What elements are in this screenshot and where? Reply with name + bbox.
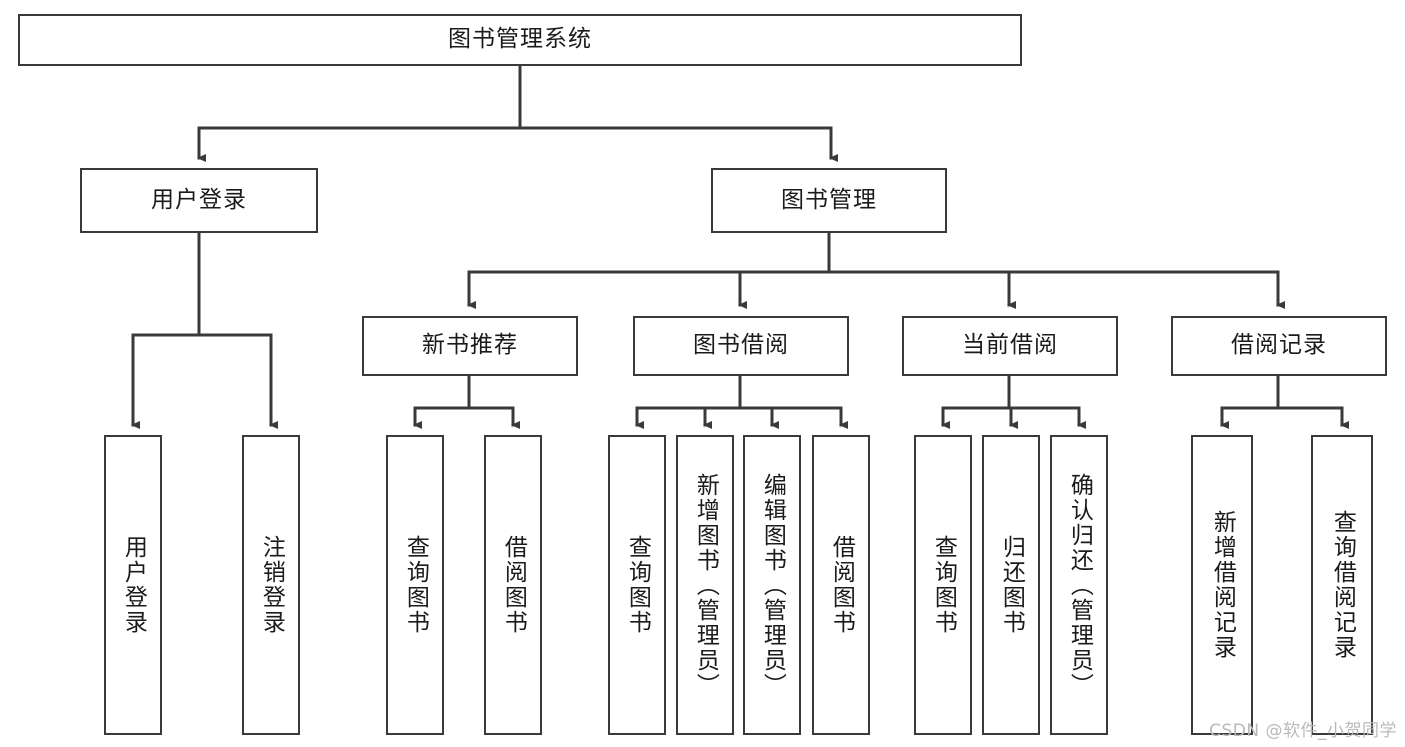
node-leaf-logout-login[interactable]: 注销登录 — [242, 435, 300, 735]
node-leaf-query-book-1[interactable]: 查询图书 — [386, 435, 444, 735]
node-user-login[interactable]: 用户登录 — [80, 168, 318, 233]
node-label: 借阅图书 — [500, 535, 527, 635]
node-label: 用户登录 — [120, 535, 147, 635]
node-book-management[interactable]: 图书管理 — [711, 168, 947, 233]
node-label: 查询图书 — [624, 535, 651, 635]
node-borrow-record[interactable]: 借阅记录 — [1171, 316, 1387, 376]
node-label: 借阅图书 — [828, 535, 855, 635]
csdn-watermark: CSDN @软件_小贺同学 — [1209, 721, 1397, 741]
node-leaf-query-borrow-record[interactable]: 查询借阅记录 — [1311, 435, 1373, 735]
node-leaf-edit-book[interactable]: 编辑图书（管理员） — [743, 435, 801, 735]
node-current-borrow[interactable]: 当前借阅 — [902, 316, 1118, 376]
node-label: 借阅记录 — [1231, 332, 1327, 359]
node-root-book-management-system[interactable]: 图书管理系统 — [18, 14, 1022, 66]
node-label: 新增借阅记录 — [1209, 510, 1236, 660]
node-label: 图书管理系统 — [448, 26, 592, 53]
node-leaf-return-book[interactable]: 归还图书 — [982, 435, 1040, 735]
node-label: 查询借阅记录 — [1329, 510, 1356, 660]
node-leaf-borrow-book-2[interactable]: 借阅图书 — [812, 435, 870, 735]
node-label: 注销登录 — [258, 535, 285, 635]
node-label: 当前借阅 — [962, 332, 1058, 359]
node-label: 图书借阅 — [693, 332, 789, 359]
node-leaf-user-login[interactable]: 用户登录 — [104, 435, 162, 735]
node-label: 用户登录 — [151, 186, 247, 213]
node-label: 编辑图书（管理员） — [759, 472, 786, 698]
node-new-book-recommend[interactable]: 新书推荐 — [362, 316, 578, 376]
node-label: 归还图书 — [998, 535, 1025, 635]
node-leaf-query-book-3[interactable]: 查询图书 — [914, 435, 972, 735]
node-leaf-borrow-book-1[interactable]: 借阅图书 — [484, 435, 542, 735]
node-label: 新增图书（管理员） — [692, 472, 719, 698]
node-label: 查询图书 — [930, 535, 957, 635]
node-leaf-query-book-2[interactable]: 查询图书 — [608, 435, 666, 735]
node-label: 新书推荐 — [422, 332, 518, 359]
node-label: 查询图书 — [402, 535, 429, 635]
node-book-borrow[interactable]: 图书借阅 — [633, 316, 849, 376]
node-leaf-add-borrow-record[interactable]: 新增借阅记录 — [1191, 435, 1253, 735]
node-label: 图书管理 — [781, 186, 877, 213]
node-label: 确认归还（管理员） — [1066, 472, 1093, 698]
node-leaf-add-book[interactable]: 新增图书（管理员） — [676, 435, 734, 735]
node-leaf-confirm-return[interactable]: 确认归还（管理员） — [1050, 435, 1108, 735]
